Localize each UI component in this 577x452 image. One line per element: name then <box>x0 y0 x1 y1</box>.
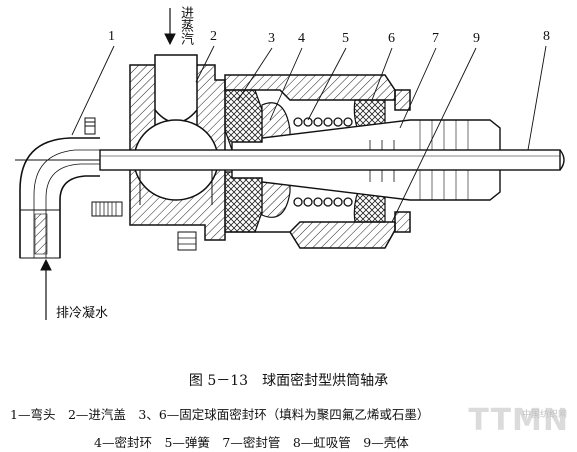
callout-1: 1 <box>108 29 115 44</box>
figure-caption: 图 5－13 球面密封型烘筒轴承 <box>188 373 389 389</box>
callout-2: 2 <box>210 29 217 44</box>
elbow-bolt-bottom <box>91 201 123 217</box>
drain-outlet-arrow <box>40 258 52 320</box>
bearing-cross-section <box>15 8 565 320</box>
steam-inlet-label: 进蒸汽 <box>178 6 193 45</box>
watermark-subtitle: 中国纺织网 <box>521 410 567 420</box>
callout-4: 4 <box>298 31 305 46</box>
siphon-tube-part-8 <box>99 149 565 171</box>
callout-8: 8 <box>543 29 550 44</box>
callout-6: 6 <box>388 31 395 46</box>
legend-line-1: 1—弯头 2—进汽盖 3、6—固定球面密封环（填料为聚四氟乙烯或石墨） <box>10 407 430 422</box>
leader-lines <box>71 45 547 223</box>
watermark-logo: TTMN <box>468 403 569 438</box>
steam-inlet-cover-part-2 <box>129 54 226 241</box>
callout-3: 3 <box>268 31 275 46</box>
elbow-bolt-top <box>84 117 96 135</box>
drain-outlet-label: 排冷凝水 <box>56 306 109 321</box>
callout-9: 9 <box>473 31 480 46</box>
spring-part-5 <box>293 117 353 207</box>
legend-line-2: 4—密封环 5—弹簧 7—密封管 8—虹吸管 9—壳体 <box>94 435 409 450</box>
housing-part-9 <box>224 74 411 249</box>
callout-5: 5 <box>342 31 349 46</box>
elbow-part-1 <box>19 137 100 259</box>
cover-bolt <box>177 231 197 251</box>
callout-7: 7 <box>432 31 439 46</box>
steam-inlet-arrow <box>164 8 176 46</box>
